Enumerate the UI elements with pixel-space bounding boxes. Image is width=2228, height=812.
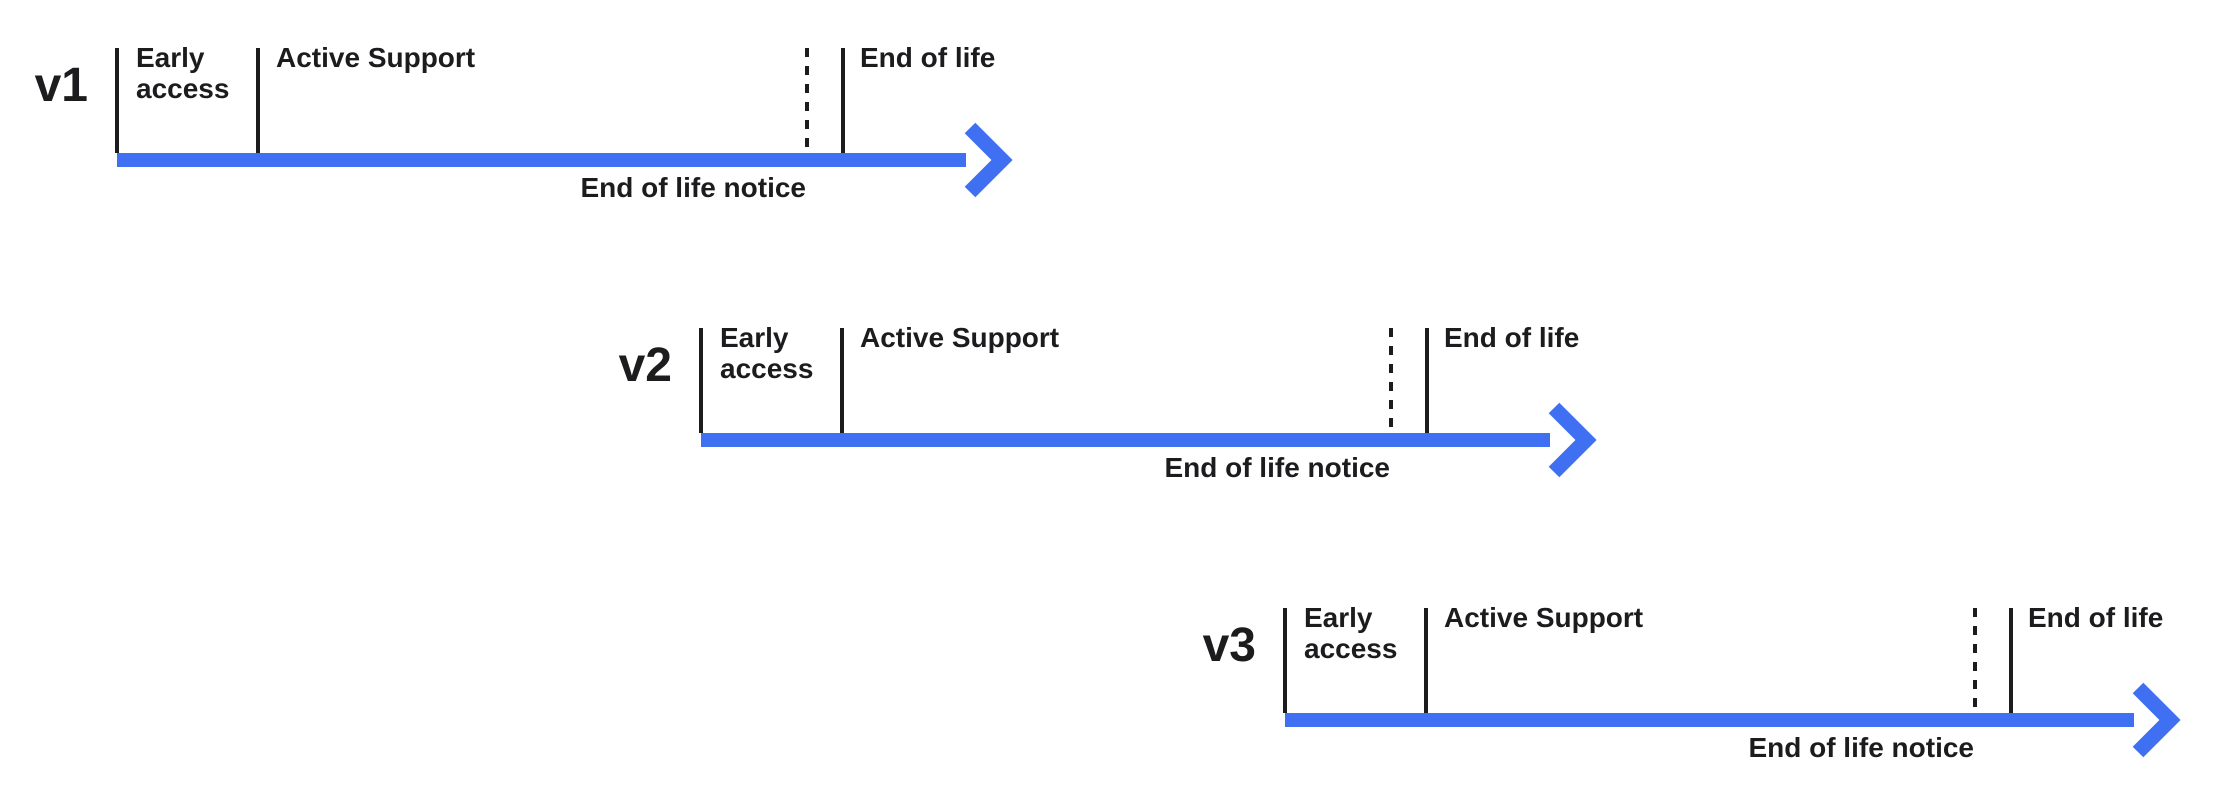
early-access-start-tick <box>115 48 119 153</box>
eol-notice-label: End of life notice <box>580 172 806 203</box>
early-access-label: Early access <box>720 322 814 384</box>
eol-notice-label: End of life notice <box>1164 452 1390 483</box>
early-access-label: Early access <box>136 42 230 104</box>
end-of-life-label: End of life <box>860 42 996 73</box>
active-support-start-tick <box>1424 608 1428 713</box>
version-label: v1 <box>34 59 88 112</box>
active-support-start-tick <box>256 48 260 153</box>
active-support-label: Active Support <box>1444 602 1644 633</box>
eol-notice-dashed-line <box>1389 328 1393 429</box>
end-of-life-label: End of life <box>2028 602 2164 633</box>
active-support-label: Active Support <box>860 322 1060 353</box>
active-support-start-tick <box>840 328 844 433</box>
timeline-v1: v1 Early access Active Support End of li… <box>0 0 1060 215</box>
timeline-arrow <box>701 402 1597 478</box>
end-of-life-label: End of life <box>1444 322 1580 353</box>
timeline-arrow-head <box>2132 682 2181 758</box>
timeline-arrow <box>117 122 1013 198</box>
eol-notice-dashed-line <box>805 48 809 149</box>
version-label: v3 <box>1202 619 1256 672</box>
eol-notice-label: End of life notice <box>1748 732 1974 763</box>
end-of-life-tick <box>841 48 845 153</box>
end-of-life-tick <box>1425 328 1429 433</box>
timeline-arrow-head <box>964 122 1013 198</box>
active-support-label: Active Support <box>276 42 476 73</box>
timeline-v3: v3 Early access Active Support End of li… <box>1168 560 2228 775</box>
early-access-label: Early access <box>1304 602 1398 664</box>
timeline-arrow-head <box>1548 402 1597 478</box>
version-label: v2 <box>618 339 672 392</box>
early-access-start-tick <box>1283 608 1287 713</box>
timeline-arrow <box>1285 682 2181 758</box>
eol-notice-dashed-line <box>1973 608 1977 709</box>
timeline-v2: v2 Early access Active Support End of li… <box>584 280 1644 495</box>
end-of-life-tick <box>2009 608 2013 713</box>
early-access-start-tick <box>699 328 703 433</box>
